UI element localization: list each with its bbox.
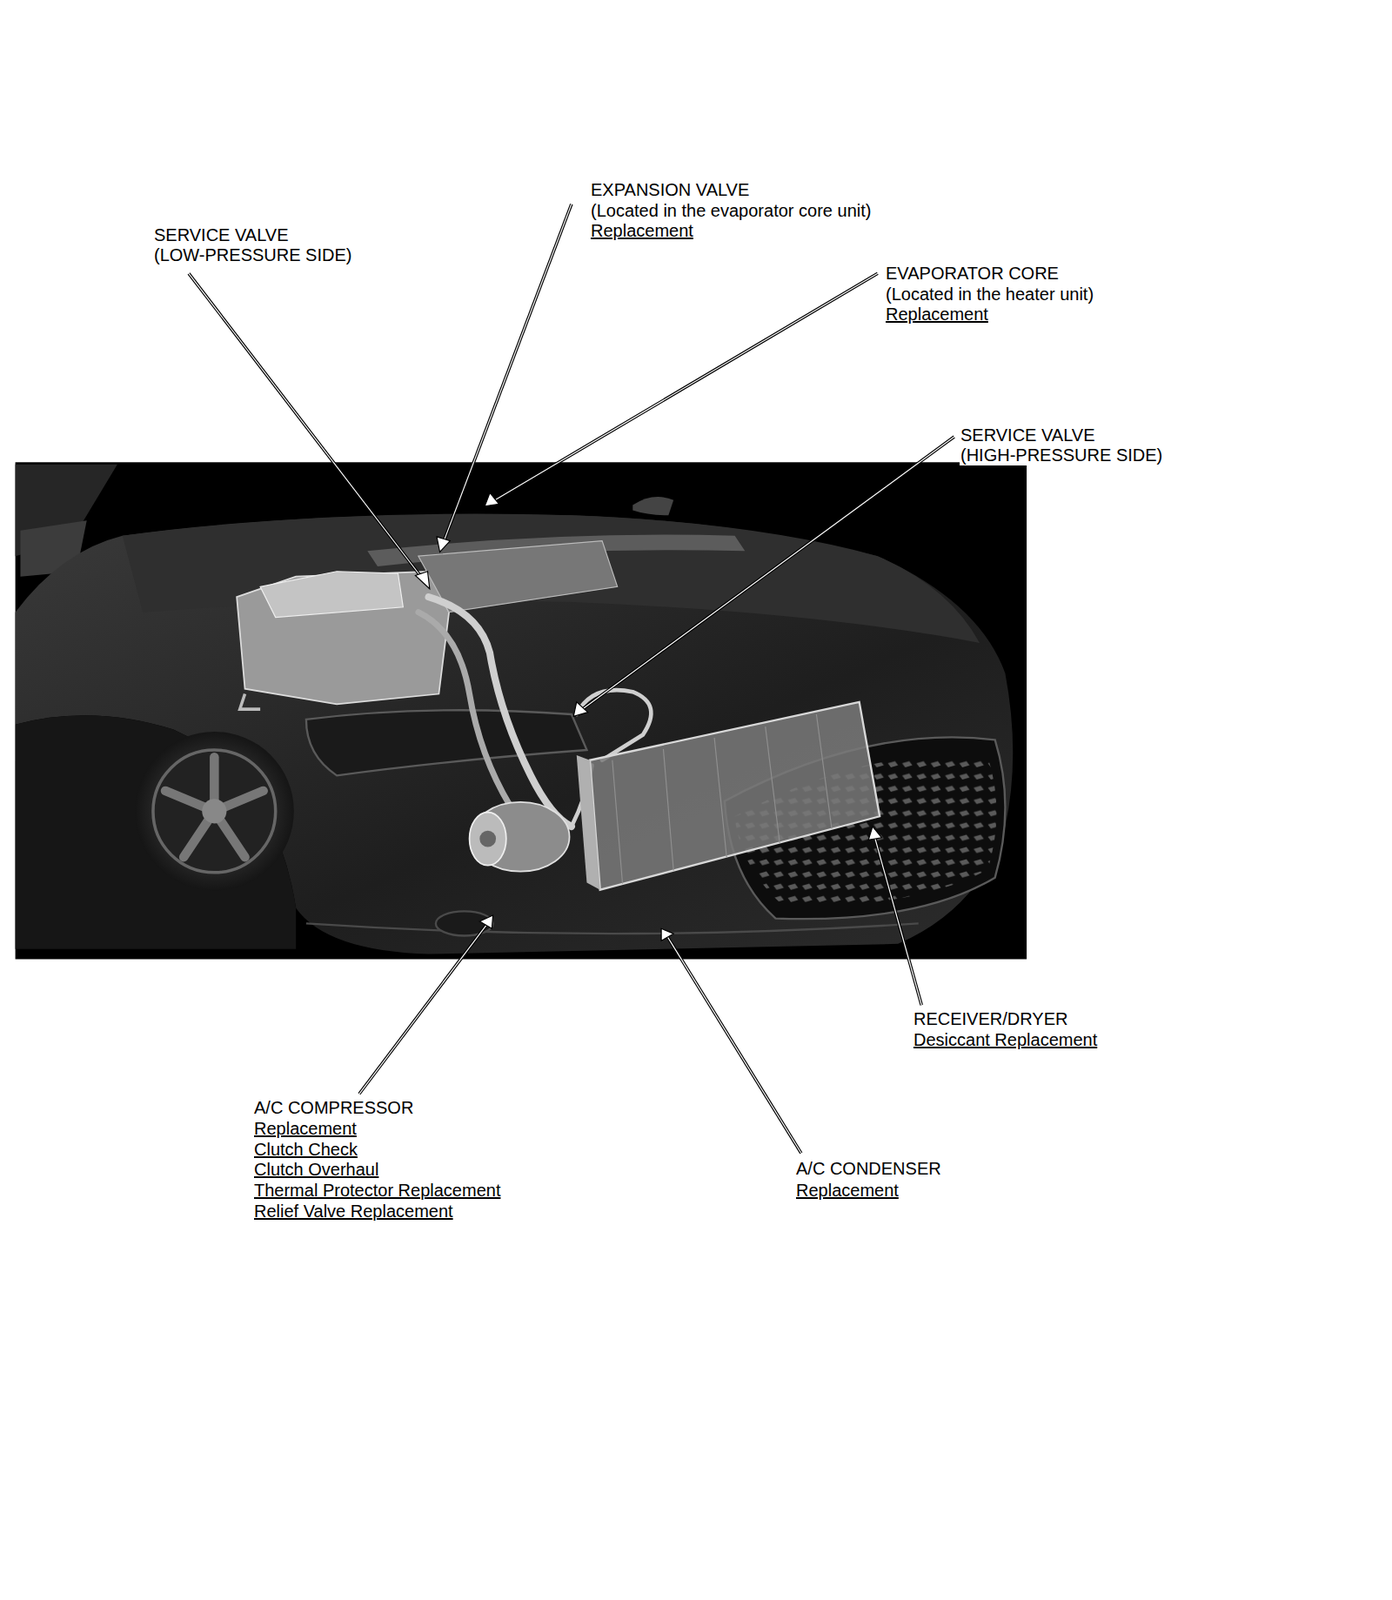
procedure-link: Replacement	[884, 303, 990, 325]
procedure-link: Replacement	[253, 1117, 358, 1139]
part-name: SERVICE VALVE	[959, 424, 1097, 446]
part-note: (Located in the evaporator core unit)	[589, 200, 872, 221]
part-name: EVAPORATOR CORE	[884, 262, 1060, 284]
part-name: A/C COMPRESSOR	[253, 1097, 415, 1118]
part-note: (HIGH-PRESSURE SIDE)	[959, 444, 1164, 466]
procedure-link: Relief Valve Replacement	[253, 1200, 455, 1222]
procedure-link: Replacement	[589, 220, 695, 241]
part-name: A/C CONDENSER	[795, 1157, 943, 1179]
part-note: (LOW-PRESSURE SIDE)	[153, 244, 353, 266]
procedure-link: Desiccant Replacement	[912, 1029, 1098, 1051]
part-name: RECEIVER/DRYER	[912, 1008, 1069, 1030]
procedure-link: Replacement	[795, 1179, 900, 1201]
procedure-link: Clutch Check	[253, 1138, 359, 1160]
procedure-link: Thermal Protector Replacement	[253, 1179, 502, 1201]
part-name: SERVICE VALVE	[153, 224, 290, 246]
procedure-link: Clutch Overhaul	[253, 1158, 380, 1180]
leader-lines	[188, 204, 955, 1154]
part-note: (Located in the heater unit)	[884, 283, 1095, 305]
part-name: EXPANSION VALVE	[589, 179, 750, 201]
